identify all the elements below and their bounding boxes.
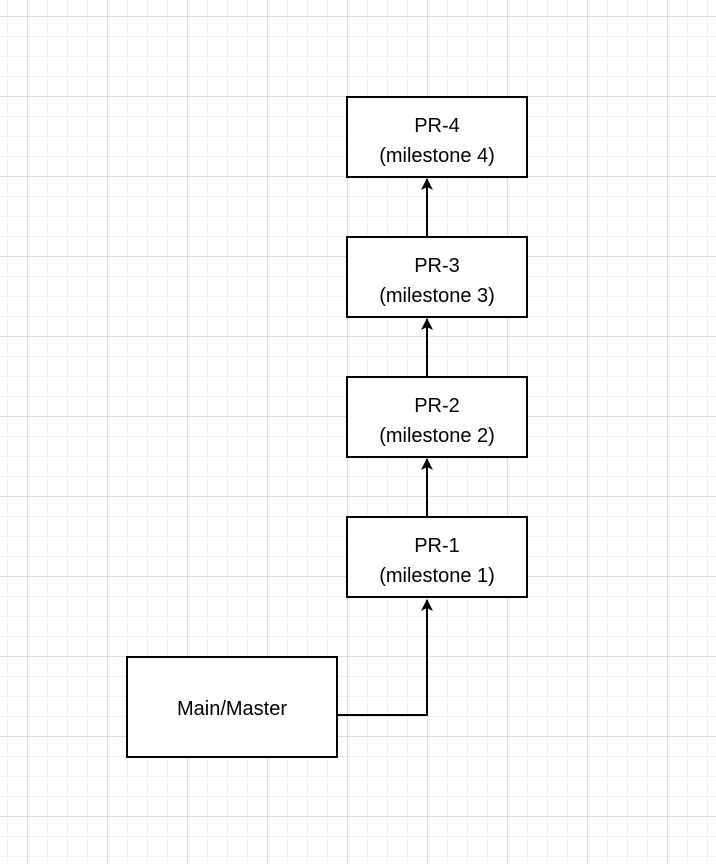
node-pr1-box bbox=[346, 516, 528, 598]
node-pr2-title: PR-2 bbox=[414, 395, 460, 417]
node-pr2-box bbox=[346, 376, 528, 458]
node-pr1-subtitle: (milestone 1) bbox=[379, 565, 495, 587]
node-pr3-title: PR-3 bbox=[414, 255, 460, 277]
node-pr4-title: PR-4 bbox=[414, 115, 460, 137]
node-pr2-subtitle: (milestone 2) bbox=[379, 425, 495, 447]
node-pr4-box bbox=[346, 96, 528, 178]
node-pr1[interactable]: PR-1 (milestone 1) bbox=[346, 516, 528, 598]
edge-main-to-pr1 bbox=[338, 599, 433, 716]
node-main-box bbox=[126, 656, 338, 758]
node-main[interactable]: Main/Master bbox=[126, 656, 338, 758]
node-pr3[interactable]: PR-3 (milestone 3) bbox=[346, 236, 528, 318]
node-pr4[interactable]: PR-4 (milestone 4) bbox=[346, 96, 528, 178]
edges bbox=[338, 178, 433, 716]
node-pr2[interactable]: PR-2 (milestone 2) bbox=[346, 376, 528, 458]
node-pr4-subtitle: (milestone 4) bbox=[379, 145, 495, 167]
node-pr3-subtitle: (milestone 3) bbox=[379, 285, 495, 307]
node-pr3-box bbox=[346, 236, 528, 318]
node-pr1-title: PR-1 bbox=[414, 535, 460, 557]
node-main-label: Main/Master bbox=[177, 698, 287, 720]
